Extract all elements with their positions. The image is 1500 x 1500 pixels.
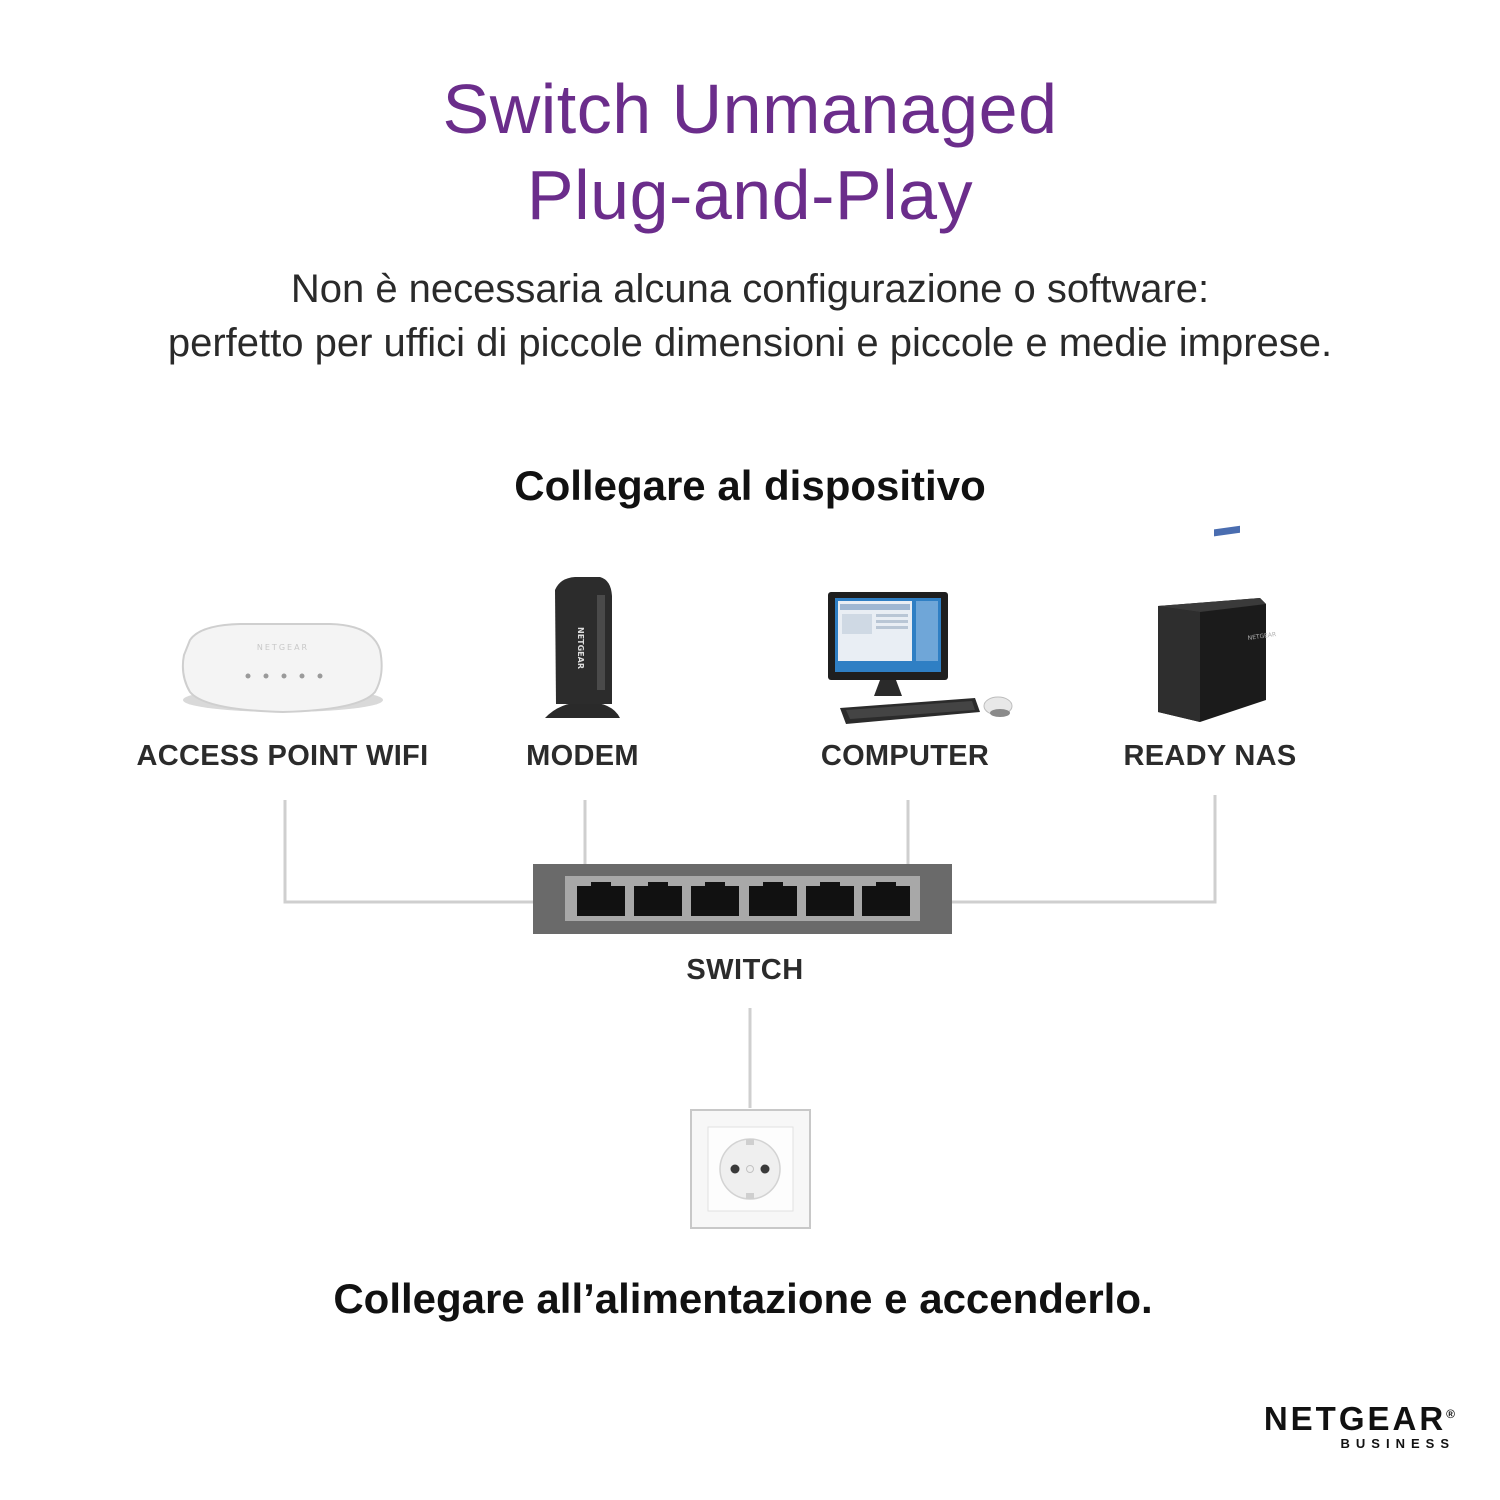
- title-line-1: Switch Unmanaged: [442, 70, 1058, 148]
- subtitle-line-1: Non è necessaria alcuna configurazione o…: [290, 267, 1210, 311]
- modem-icon: NETGEAR: [545, 577, 620, 718]
- svg-text:NETGEAR: NETGEAR: [1247, 631, 1276, 642]
- logo-sub: BUSINESS: [1340, 1436, 1455, 1451]
- subtitle: Non è necessaria alcuna configurazione o…: [0, 262, 1500, 370]
- access-point-icon: NETGEAR: [181, 623, 383, 714]
- section-heading: Collegare al dispositivo: [514, 462, 986, 509]
- nas-icon: NETGEAR: [1158, 525, 1277, 722]
- logo-brand: NETGEAR®: [1240, 1400, 1455, 1438]
- svg-text:NETGEAR: NETGEAR: [576, 627, 585, 669]
- device-label-nas: READY NAS: [1123, 740, 1297, 772]
- subtitle-line-2: perfetto per uffici di piccole dimension…: [167, 321, 1333, 365]
- line-access-point: [283, 800, 535, 904]
- svg-text:NETGEAR: NETGEAR: [257, 643, 309, 652]
- footer-heading: Collegare all’alimentazione e accenderlo…: [333, 1275, 1153, 1322]
- switch-label: SWITCH: [686, 954, 804, 986]
- power-socket-icon: [690, 1109, 811, 1229]
- page-title: Switch Unmanaged Plug-and-Play: [0, 66, 1500, 238]
- logo-brand-text: NETGEAR: [1263, 1400, 1447, 1437]
- connector-lines: [283, 795, 1217, 1108]
- netgear-logo: NETGEAR® BUSINESS: [1240, 1400, 1455, 1451]
- switch-icon: [533, 864, 952, 934]
- computer-icon: [828, 592, 1013, 724]
- title-line-2: Plug-and-Play: [526, 156, 974, 234]
- line-nas: [952, 795, 1217, 904]
- device-label-modem: MODEM: [526, 740, 639, 772]
- device-label-access-point: ACCESS POINT WIFI: [136, 740, 429, 772]
- logo-registered: ®: [1446, 1407, 1455, 1421]
- device-label-computer: COMPUTER: [820, 740, 990, 772]
